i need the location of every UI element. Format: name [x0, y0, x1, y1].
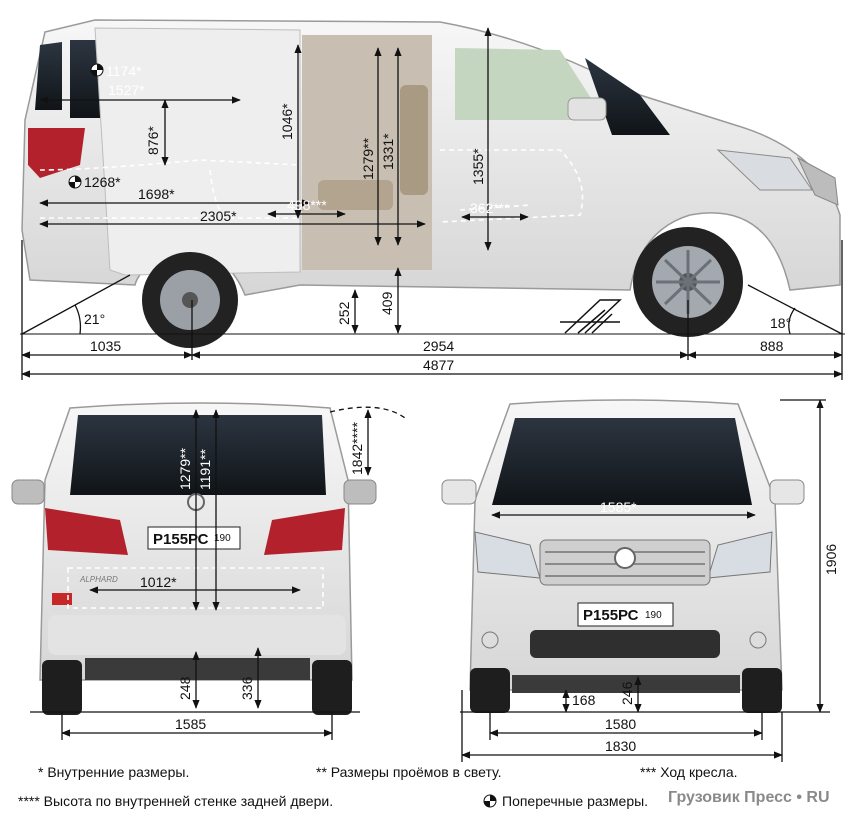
label-252: 252 — [336, 301, 352, 325]
rear-label-1191: 1191** — [197, 448, 213, 490]
front-plate-region: 190 — [645, 610, 662, 621]
label-1174: 1174* — [106, 63, 142, 79]
label-4877: 4877 — [423, 357, 454, 373]
cross-symbol-1 — [90, 63, 104, 77]
tail-light — [28, 128, 85, 178]
approach-angle-line — [747, 284, 843, 335]
front-tire-left — [470, 668, 510, 713]
label-362: 362*** — [470, 200, 510, 216]
rear-label-336: 336 — [239, 676, 255, 700]
front-wheel — [633, 227, 743, 337]
footnote-cross: Поперечные размеры. — [502, 793, 649, 809]
rear-mirror-left — [11, 479, 45, 505]
front-mirror-right — [769, 479, 805, 505]
fog-light-left — [481, 631, 499, 649]
rear-badge: ALPHARD — [79, 575, 118, 584]
footnote-seat-travel: *** Ход кресла. — [640, 764, 738, 780]
label-1355: 1355* — [470, 148, 486, 185]
front-side-window — [455, 48, 605, 120]
cross-symbol-2 — [68, 175, 82, 189]
side-view: 1174* 1527* 876* 1046* 1279** 1331* 1355… — [20, 19, 845, 380]
label-angle-21: 21° — [84, 311, 105, 327]
footnote-interior: * Внутренние размеры. — [38, 764, 190, 780]
rear-tire-left — [42, 660, 82, 715]
rear-tire-right — [312, 660, 352, 715]
label-498: 498*** — [287, 197, 327, 213]
rear-label-1279: 1279** — [177, 447, 193, 490]
label-2305: 2305* — [200, 208, 237, 224]
front-tire-right — [742, 668, 782, 713]
front-plate — [577, 602, 674, 627]
toyota-logo-front — [614, 547, 636, 569]
rear-light-left — [45, 508, 128, 555]
rear-label-1012: 1012* — [140, 574, 177, 590]
rear-label-248: 248 — [177, 676, 193, 700]
interior-outline — [39, 149, 584, 223]
label-1527: 1527* — [108, 82, 145, 98]
side-mirror — [567, 97, 607, 121]
label-876: 876* — [145, 126, 161, 155]
front-label-1830: 1830 — [605, 738, 636, 754]
label-1279-side: 1279** — [360, 137, 376, 180]
watermark: Грузовик Пресс • RU — [668, 789, 830, 806]
fog-light-right — [749, 631, 767, 649]
label-1331: 1331* — [380, 133, 396, 170]
headlight — [716, 149, 813, 191]
rear-wheel — [142, 252, 238, 348]
windshield-front — [492, 418, 752, 505]
footnote-tailgate: **** Высота по внутренней стенке задней … — [18, 793, 334, 809]
label-1035: 1035 — [90, 338, 121, 354]
front-plate-number: Р155РС — [583, 607, 639, 624]
seat-back — [400, 85, 428, 195]
rear-quarter-glass — [35, 42, 62, 110]
label-888: 888 — [760, 338, 784, 354]
front-label-1906: 1906 — [823, 544, 839, 575]
rear-view: Р155РС 190 ALPHARD 1279** 1191** 1842***… — [11, 402, 406, 740]
front-view: Р155РС 190 1585* 1906 168 246 1580 — [441, 399, 839, 762]
label-2954: 2954 — [423, 338, 454, 354]
front-underbody — [512, 675, 740, 693]
rear-light-right — [264, 508, 345, 555]
rear-plate-region: 190 — [214, 533, 231, 544]
front-label-246: 246 — [619, 681, 635, 705]
front-lower-grille — [530, 630, 720, 658]
front-label-168: 168 — [572, 692, 596, 708]
rear-reflector — [52, 593, 72, 605]
rear-plate-number: Р155РС — [153, 531, 209, 548]
footnote-openings: ** Размеры проёмов в свету. — [316, 764, 502, 780]
front-label-1585: 1585* — [600, 499, 637, 515]
front-label-1580: 1580 — [605, 716, 636, 732]
rear-underbody — [85, 658, 310, 680]
label-1046: 1046* — [279, 103, 295, 140]
rear-mirror-right — [343, 479, 377, 505]
label-409: 409 — [379, 291, 395, 315]
departure-angle-line — [21, 274, 131, 335]
label-1268: 1268* — [84, 174, 121, 190]
rear-bumper — [48, 615, 346, 655]
front-mirror-left — [441, 479, 477, 505]
seat-cushion — [318, 180, 393, 210]
floor-hatch-symbol — [560, 299, 622, 334]
rear-label-1842: 1842**** — [349, 422, 365, 475]
label-angle-18: 18° — [770, 315, 791, 331]
label-1698: 1698* — [138, 186, 175, 202]
cross-symbol-legend — [483, 794, 497, 808]
rear-label-1585: 1585 — [175, 716, 206, 732]
grille-side — [796, 156, 839, 206]
